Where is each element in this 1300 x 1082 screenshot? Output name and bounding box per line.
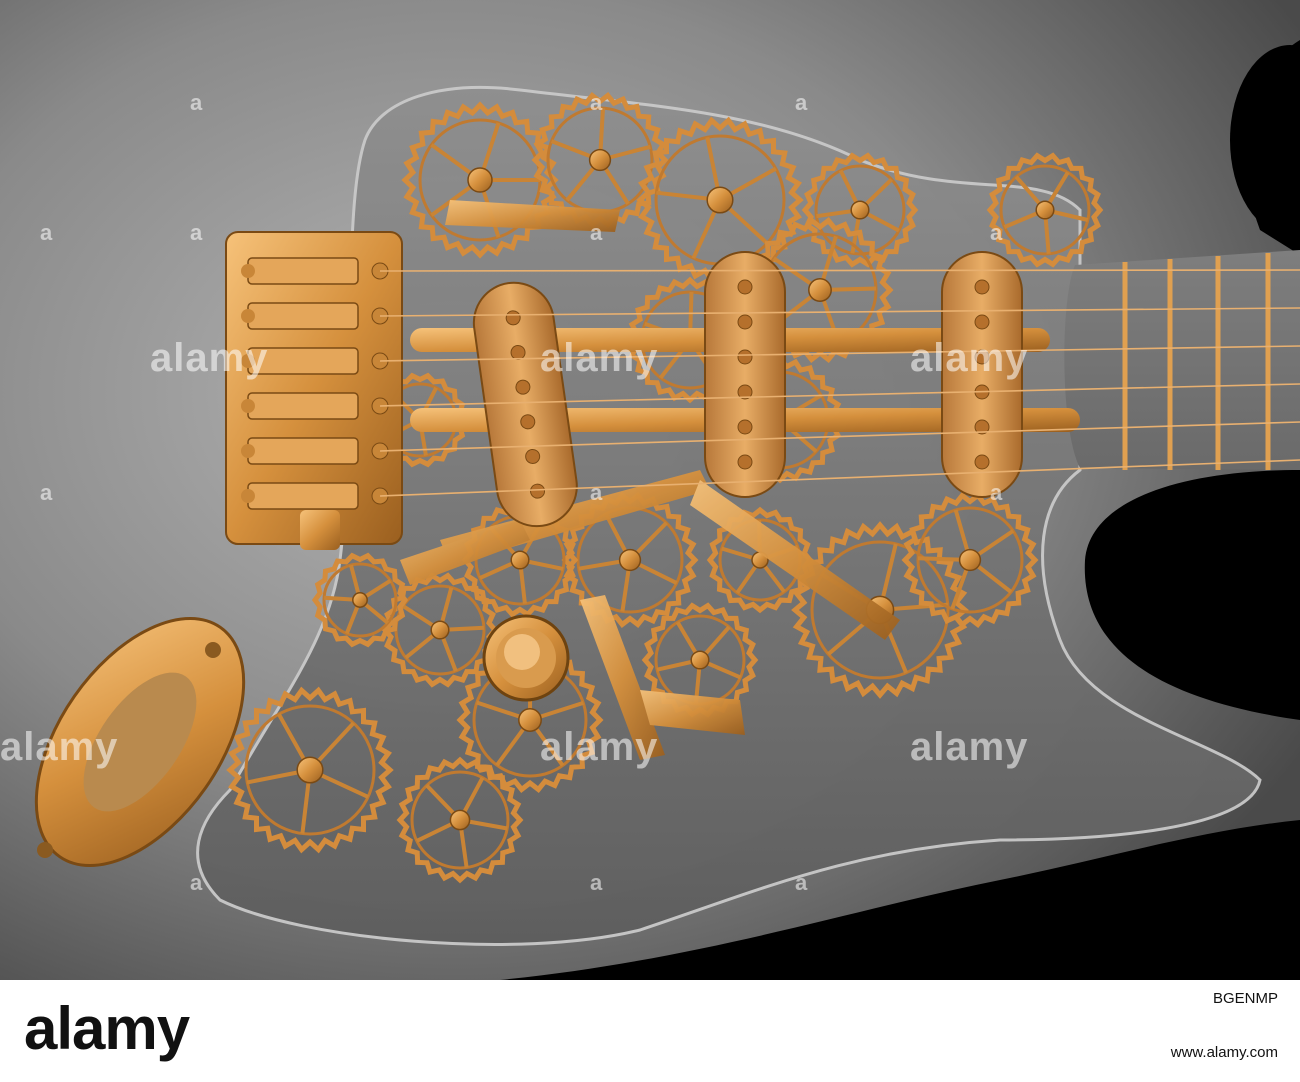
pickup xyxy=(472,281,578,528)
bridge-saddle xyxy=(241,302,389,330)
gear xyxy=(801,152,919,268)
gear xyxy=(311,552,409,648)
bridge-saddle xyxy=(241,392,389,420)
guitar-string xyxy=(379,459,1300,497)
steampunk-guitar-illustration xyxy=(0,0,1300,980)
tremolo-bridge xyxy=(225,231,403,550)
gear xyxy=(226,686,394,854)
footer-bar: alamy BGENMP www.alamy.com xyxy=(0,980,1300,1082)
guitar-string xyxy=(379,421,1300,452)
gear xyxy=(986,152,1104,268)
body-hole xyxy=(1230,45,1300,235)
gear xyxy=(901,492,1039,628)
footer-url: www.alamy.com xyxy=(1170,1044,1278,1061)
footer-logo: alamy xyxy=(24,995,190,1062)
output-jack-plate xyxy=(34,616,246,868)
frets xyxy=(1122,253,1271,470)
footer-image-id: BGENMP xyxy=(1212,990,1278,1007)
guitar-neck xyxy=(1064,250,1300,470)
gear-levers xyxy=(400,200,900,760)
control-knob[interactable] xyxy=(482,614,570,702)
guitar-string xyxy=(379,307,1300,317)
gear xyxy=(396,756,524,884)
guitar-string xyxy=(379,269,1300,272)
guitar-string xyxy=(379,383,1300,407)
bridge-saddle xyxy=(241,347,389,375)
gear-mechanism xyxy=(226,92,1104,884)
gear xyxy=(531,92,669,228)
guitar-string xyxy=(379,345,1300,362)
pickup xyxy=(941,251,1023,498)
pickup xyxy=(704,251,786,498)
gear xyxy=(401,101,559,259)
guitar-strings xyxy=(379,269,1300,497)
